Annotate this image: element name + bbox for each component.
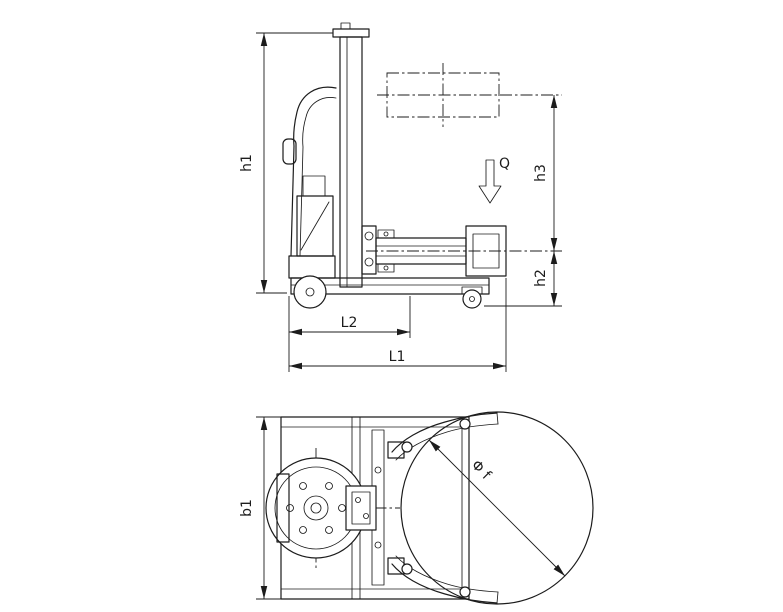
dimension-h1: h1 <box>239 32 333 294</box>
dimension-L2: L2 <box>288 296 411 372</box>
dim-label-h1: h1 <box>239 154 255 172</box>
top-view: Φ f b1 <box>239 411 594 605</box>
load-label-q: Q <box>499 156 510 172</box>
dimension-h2: h2 <box>484 251 562 307</box>
clamp-arm <box>361 225 467 275</box>
load-arrow-icon <box>478 159 502 204</box>
roll-circle <box>400 411 594 605</box>
caster-wheel <box>461 286 483 309</box>
dim-label-b1: b1 <box>239 499 255 517</box>
dimension-phi-f: Φ f <box>428 439 566 577</box>
clamp-arm-top-upper <box>387 412 499 461</box>
drive-wheel <box>293 275 327 309</box>
turret-wheel-top <box>265 448 400 568</box>
mast-cross-section <box>345 485 377 531</box>
dimension-L1: L1 <box>289 278 507 372</box>
mast <box>332 22 370 288</box>
dim-label-L2: L2 <box>341 315 358 331</box>
dim-label-phi-f: Φ f <box>468 457 494 483</box>
dim-label-h3: h3 <box>533 164 549 182</box>
tiller-handle <box>282 86 337 279</box>
side-view: Q h1 L2 <box>239 22 562 372</box>
dim-label-L1: L1 <box>389 349 406 365</box>
clamp-arm-top-lower <box>387 555 499 604</box>
dim-label-h2: h2 <box>533 269 549 287</box>
dimension-h3: h3 <box>533 95 558 251</box>
dimension-b1: b1 <box>239 416 281 600</box>
